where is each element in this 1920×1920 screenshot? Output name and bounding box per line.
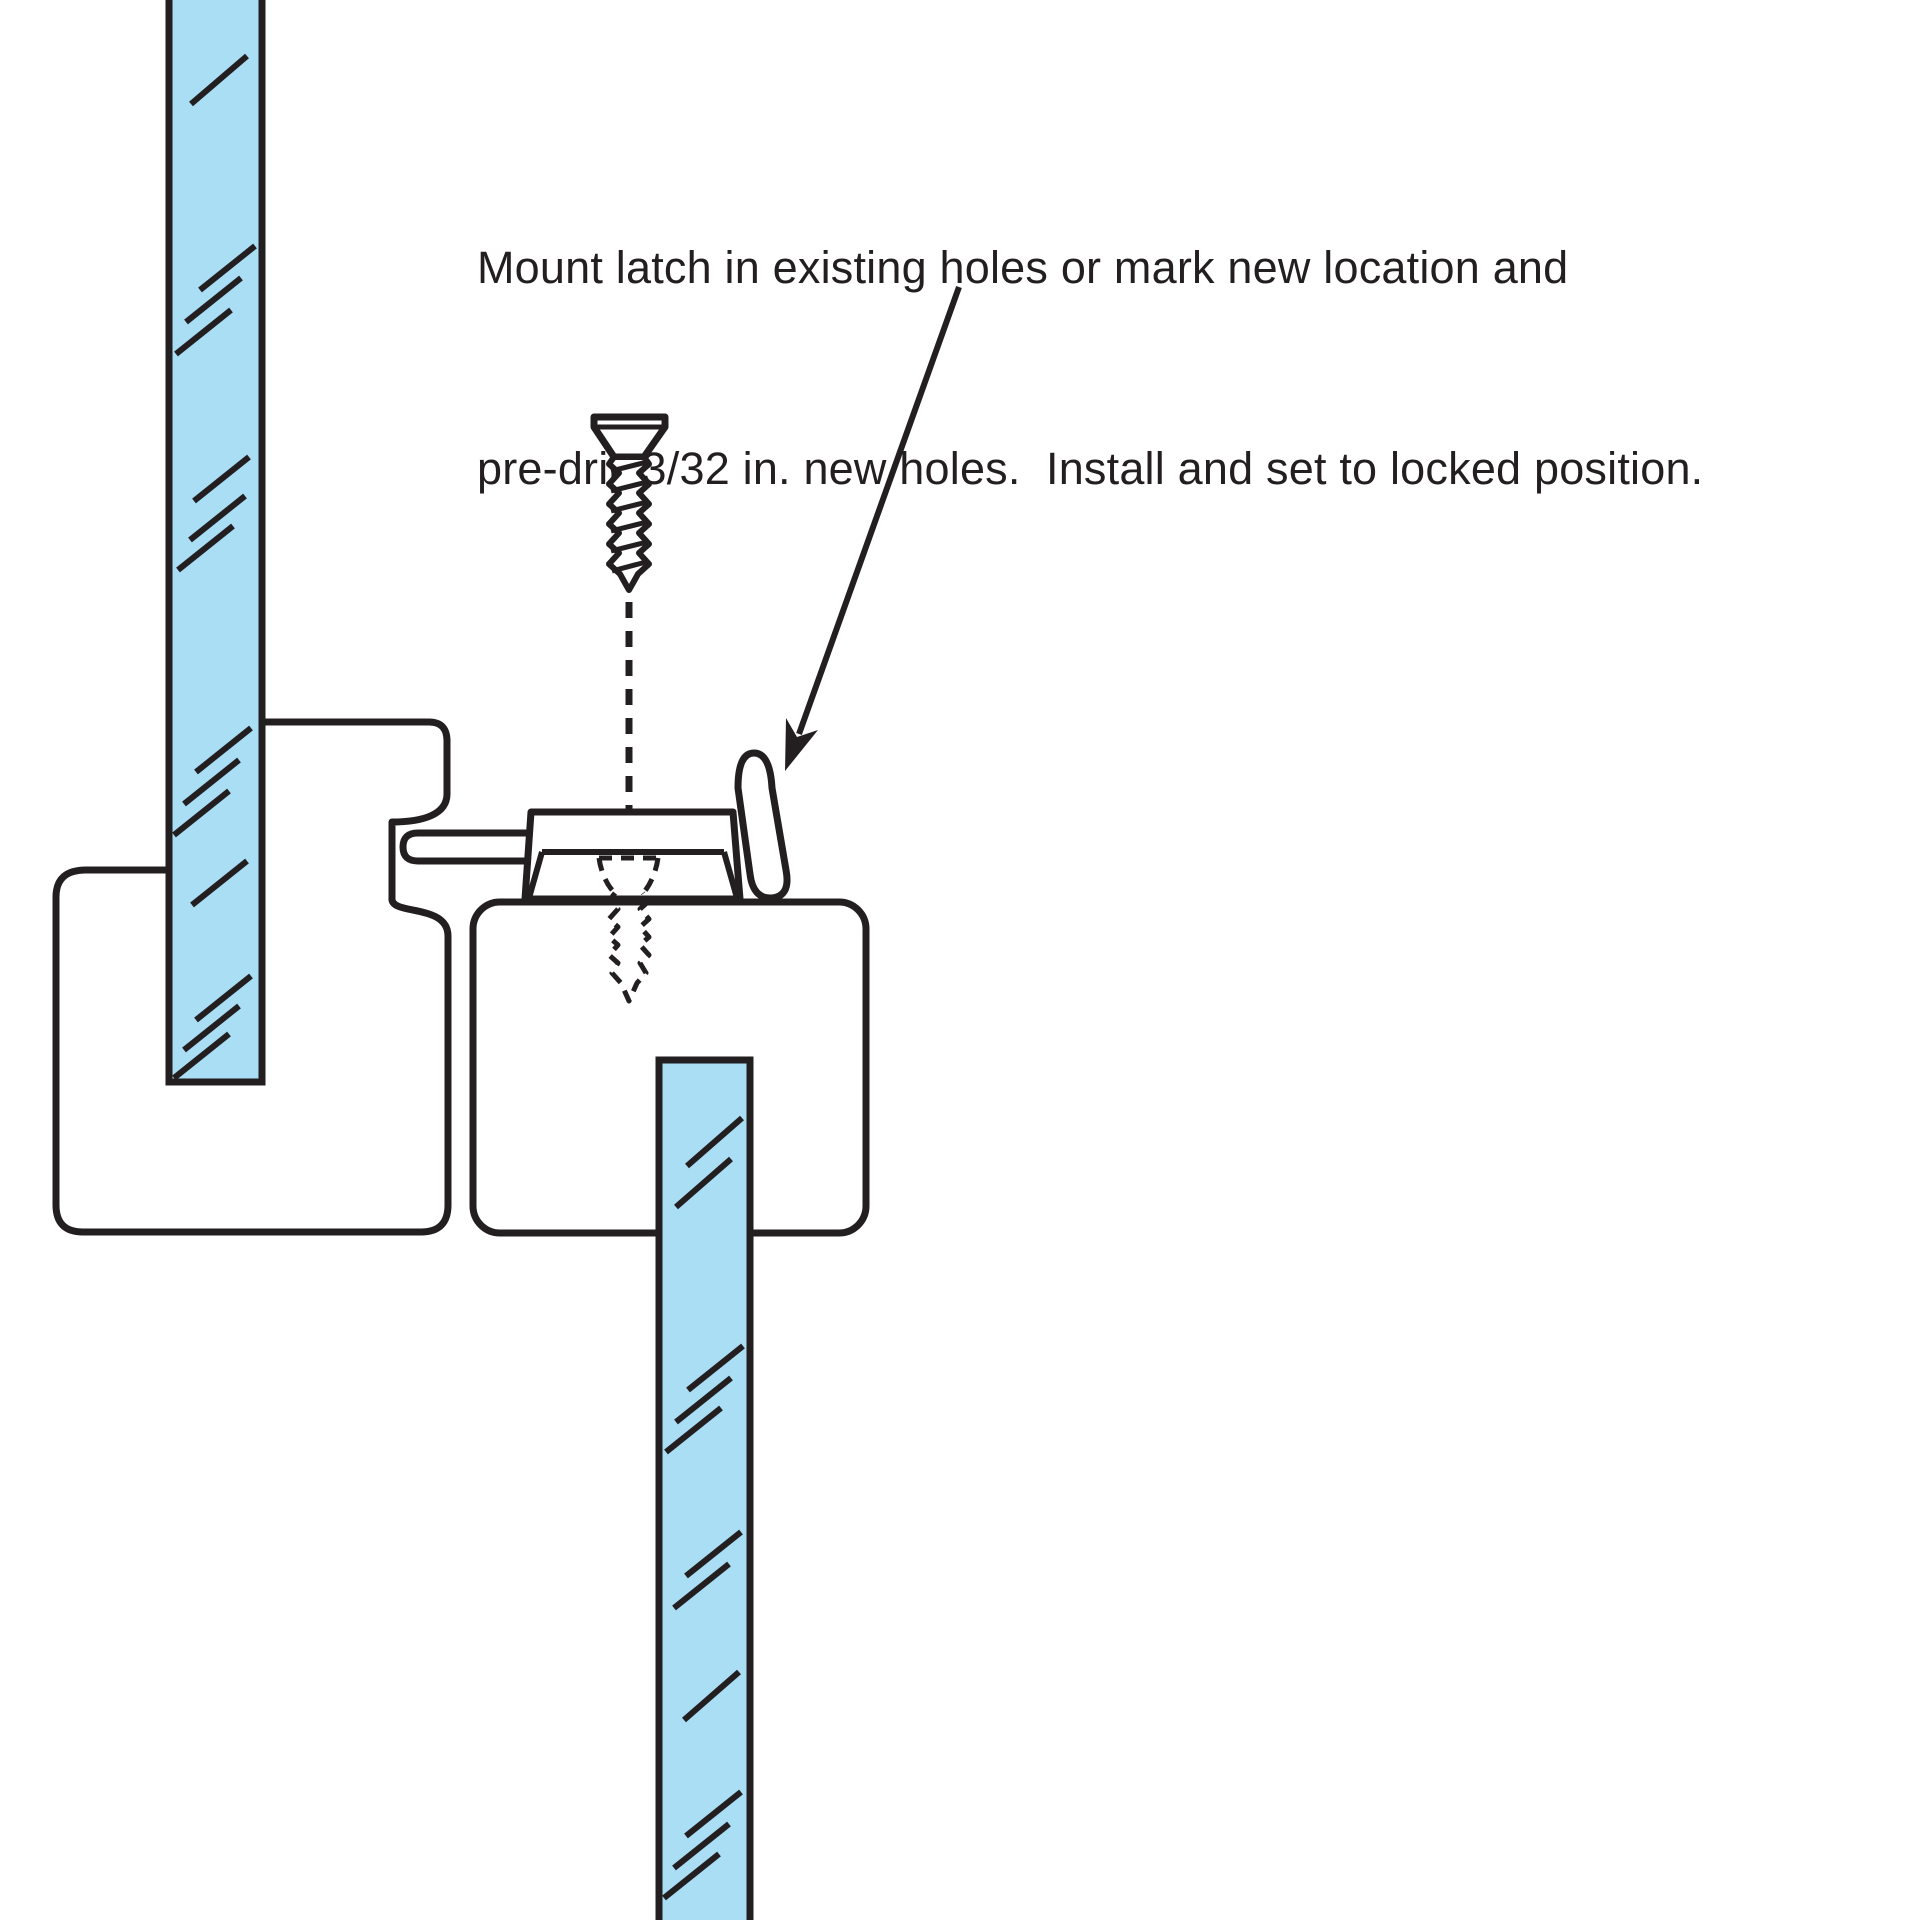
latch-seam	[526, 849, 740, 899]
glass-hatch-marks-lower	[662, 1115, 745, 1901]
instruction-text: Mount latch in existing holes or mark ne…	[477, 100, 1703, 636]
callout-arrow	[785, 285, 962, 771]
upper-glass-pane	[165, 0, 266, 1086]
instruction-line-1: Mount latch in existing holes or mark ne…	[477, 242, 1569, 293]
embedded-screw-ghost	[596, 855, 661, 1004]
callout-arrowhead-icon	[785, 718, 818, 771]
screw-thread-lines	[610, 459, 648, 574]
ghost-screw-threads	[606, 891, 652, 1004]
glass-hatch-marks-upper	[172, 53, 257, 1081]
screw-head	[590, 413, 669, 461]
lower-glass-pane	[655, 1056, 754, 1920]
mounting-screw	[590, 413, 669, 593]
ghost-screw-head	[596, 855, 661, 895]
instruction-line-2: pre-drill 3/32 in. new holes. Install an…	[477, 443, 1704, 494]
latch-bolt	[399, 829, 534, 865]
latch-lever	[734, 749, 791, 902]
lower-glass	[655, 1056, 754, 1920]
callout-arrow-line	[796, 285, 962, 736]
